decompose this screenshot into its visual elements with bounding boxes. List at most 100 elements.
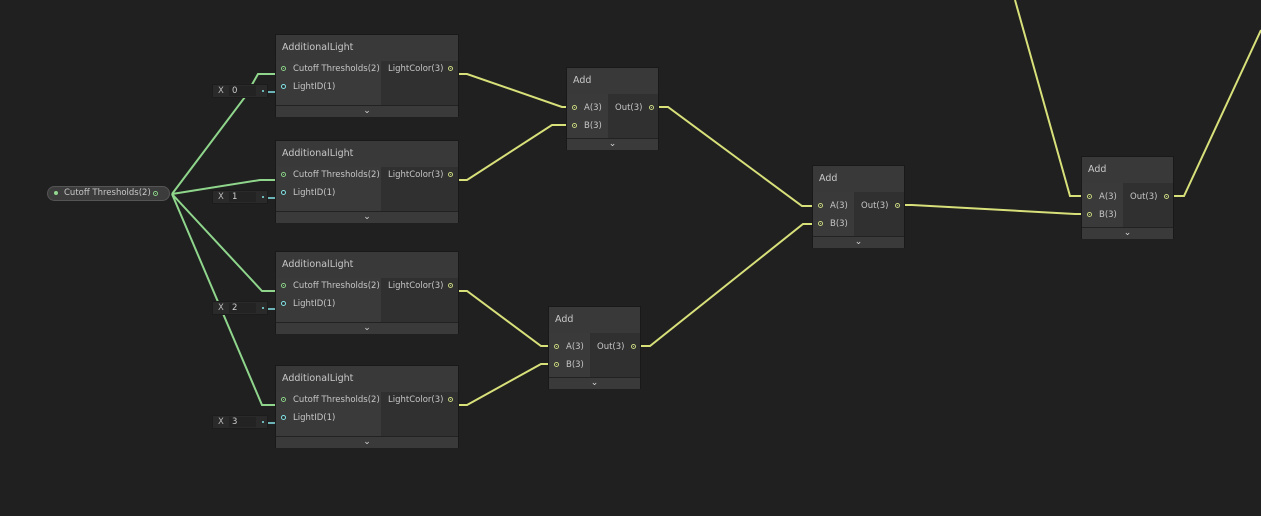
port-dot [281,84,286,89]
edge-property-to-light-3[interactable] [171,193,283,406]
edge-light0-to-add0-a[interactable] [451,73,575,108]
input-port-a[interactable]: A(3) [571,102,602,114]
input-port-b[interactable]: B(3) [553,359,584,371]
collapse-toggle[interactable]: ⌄ [567,138,658,150]
add-node-3[interactable]: Add A(3) B(3) Out(3) ⌄ [1081,156,1174,239]
port-dot [572,123,577,128]
x-value[interactable]: 1 [229,192,256,202]
node-title[interactable]: Add [567,68,658,94]
edge-offscreen-to-add3-a[interactable] [1014,0,1090,197]
port-dot [448,172,453,177]
port-dot [448,397,453,402]
additional-light-node-1[interactable]: AdditionalLight Cutoff Thresholds(2) Lig… [275,140,459,223]
additional-light-node-2[interactable]: AdditionalLight Cutoff Thresholds(2) Lig… [275,251,459,334]
output-port-lightcolor[interactable]: LightColor(3) [388,63,453,75]
node-title[interactable]: AdditionalLight [276,141,458,167]
node-title[interactable]: AdditionalLight [276,35,458,61]
port-dot [281,415,286,420]
edge-property-to-light-2[interactable] [171,193,283,292]
x-label: X [218,417,224,427]
x-field-port [262,196,264,198]
port-dot [818,221,823,226]
input-port-lightid[interactable]: LightID(1) [280,187,335,199]
node-title[interactable]: Add [813,166,904,192]
x-value[interactable]: 3 [229,417,256,427]
port-dot [1087,194,1092,199]
add-node-1[interactable]: Add A(3) B(3) Out(3) ⌄ [548,306,641,389]
collapse-toggle[interactable]: ⌄ [813,236,904,248]
input-port-cutoff[interactable]: Cutoff Thresholds(2) [280,280,380,292]
lightid-input-field-2[interactable]: X 2 [212,301,268,315]
edge-light1-to-add0-b[interactable] [451,124,575,181]
additional-light-node-3[interactable]: AdditionalLight Cutoff Thresholds(2) Lig… [275,365,459,448]
edge-add2-to-add3-b[interactable] [897,204,1090,215]
port-dot [818,203,823,208]
output-port-lightcolor[interactable]: LightColor(3) [388,169,453,181]
input-port-lightid[interactable]: LightID(1) [280,412,335,424]
input-port-a[interactable]: A(3) [553,341,584,353]
collapse-toggle[interactable]: ⌄ [276,105,458,117]
input-port-lightid[interactable]: LightID(1) [280,81,335,93]
port-dot [649,105,654,110]
port-dot [281,301,286,306]
x-value[interactable]: 2 [229,303,256,313]
x-value[interactable]: 0 [229,86,256,96]
port-dot [281,283,286,288]
port-dot [1164,194,1169,199]
port-dot [281,66,286,71]
port-dot [448,66,453,71]
lightid-input-field-1[interactable]: X 1 [212,190,268,204]
port-dot [554,362,559,367]
input-port-b[interactable]: B(3) [571,120,602,132]
edge-light3-to-add1-b[interactable] [451,363,557,406]
property-output-port[interactable] [153,191,158,196]
port-dot [554,344,559,349]
x-label: X [218,192,224,202]
input-port-lightid[interactable]: LightID(1) [280,298,335,310]
lightid-input-field-0[interactable]: X 0 [212,84,268,98]
add-node-0[interactable]: Add A(3) B(3) Out(3) ⌄ [566,67,659,150]
edge-add0-to-add2-a[interactable] [651,106,821,207]
port-dot [448,283,453,288]
x-label: X [218,86,224,96]
port-dot [1087,212,1092,217]
input-port-cutoff[interactable]: Cutoff Thresholds(2) [280,63,380,75]
input-port-cutoff[interactable]: Cutoff Thresholds(2) [280,169,380,181]
output-port-out[interactable]: Out(3) [861,200,900,212]
output-port-out[interactable]: Out(3) [597,341,636,353]
x-label: X [218,303,224,313]
output-port-lightcolor[interactable]: LightColor(3) [388,394,453,406]
edge-add3-to-offscreen[interactable] [1166,29,1261,197]
input-port-b[interactable]: B(3) [817,218,848,230]
input-port-b[interactable]: B(3) [1086,209,1117,221]
node-title[interactable]: AdditionalLight [276,366,458,392]
node-title[interactable]: Add [549,307,640,333]
input-port-a[interactable]: A(3) [817,200,848,212]
additional-light-node-0[interactable]: AdditionalLight Cutoff Thresholds(2) Lig… [275,34,459,117]
edge-light2-to-add1-a[interactable] [451,290,557,347]
collapse-toggle[interactable]: ⌄ [1082,227,1173,239]
property-left-dot [54,191,58,195]
x-field-port [262,307,264,309]
collapse-toggle[interactable]: ⌄ [276,211,458,223]
output-port-out[interactable]: Out(3) [1130,191,1169,203]
port-dot [281,190,286,195]
property-node-cutoff-thresholds[interactable]: Cutoff Thresholds(2) [47,186,170,201]
node-title[interactable]: Add [1082,157,1173,183]
input-port-cutoff[interactable]: Cutoff Thresholds(2) [280,394,380,406]
port-dot [572,105,577,110]
output-port-out[interactable]: Out(3) [615,102,654,114]
node-title[interactable]: AdditionalLight [276,252,458,278]
collapse-toggle[interactable]: ⌄ [276,436,458,448]
port-dot [631,344,636,349]
output-port-lightcolor[interactable]: LightColor(3) [388,280,453,292]
collapse-toggle[interactable]: ⌄ [549,377,640,389]
edge-add1-to-add2-b[interactable] [633,223,821,347]
x-field-port [262,421,264,423]
port-dot [895,203,900,208]
input-port-a[interactable]: A(3) [1086,191,1117,203]
collapse-toggle[interactable]: ⌄ [276,322,458,334]
add-node-2[interactable]: Add A(3) B(3) Out(3) ⌄ [812,165,905,248]
lightid-input-field-3[interactable]: X 3 [212,415,268,429]
